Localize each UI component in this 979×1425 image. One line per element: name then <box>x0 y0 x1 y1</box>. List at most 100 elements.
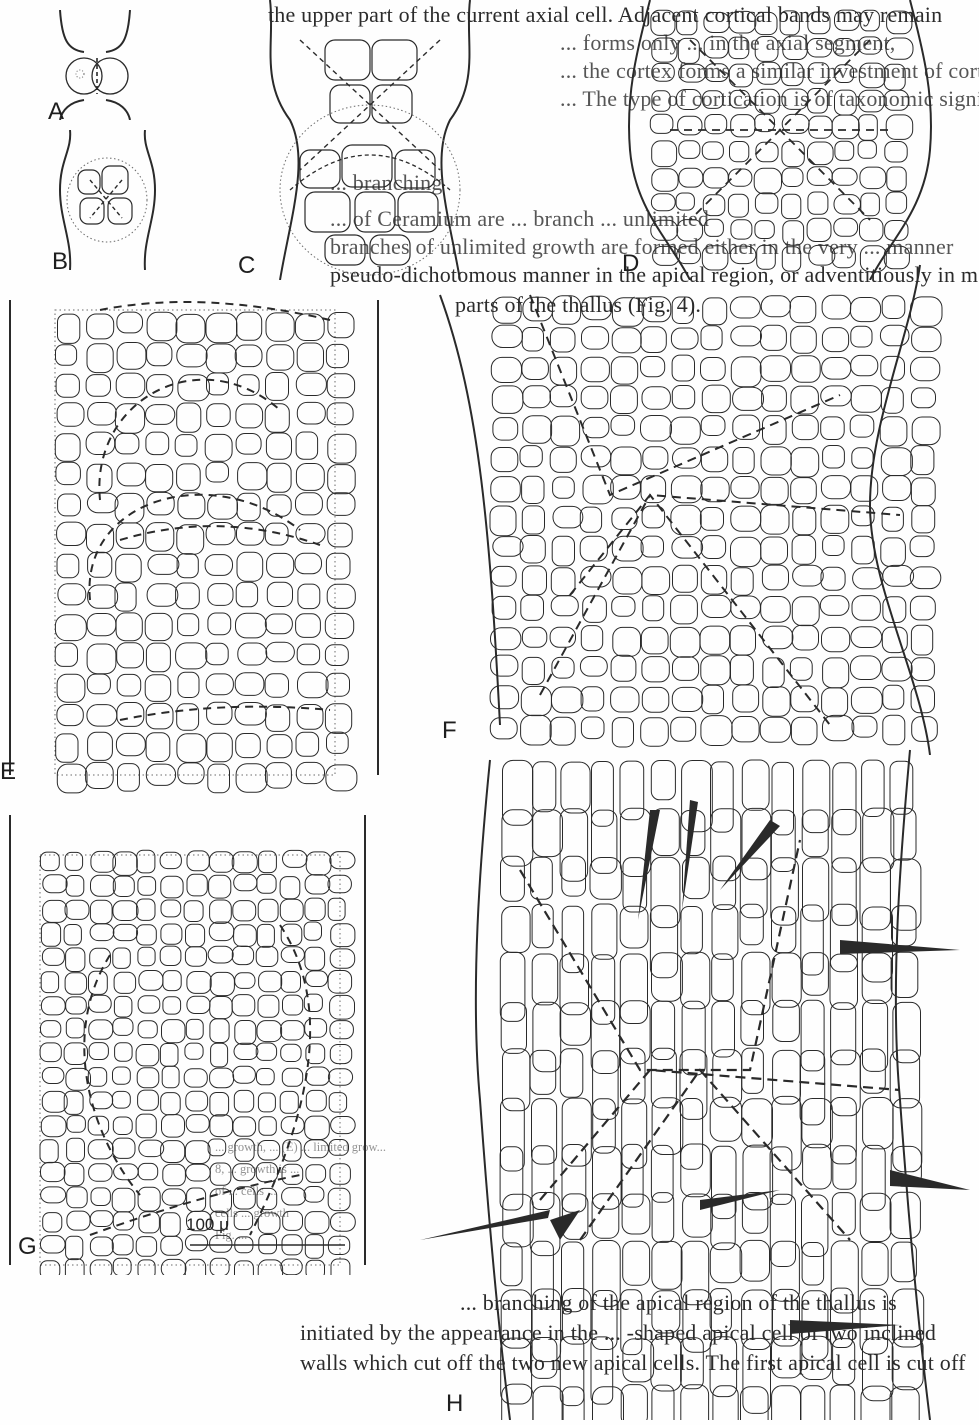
cell-outline <box>177 344 207 367</box>
cell-outline <box>138 947 155 966</box>
cell-outline <box>822 688 848 717</box>
cell-outline <box>679 64 706 82</box>
cell-outline <box>910 536 934 557</box>
cell-outline <box>185 1259 205 1275</box>
cell-outline <box>138 1187 160 1211</box>
panel-h-drawing: H <box>420 740 975 1420</box>
cell-outline <box>116 373 145 398</box>
cell-outline <box>681 952 710 1009</box>
cell-outline <box>306 1260 325 1275</box>
cell-outline <box>679 168 703 187</box>
cell-outline <box>580 536 607 561</box>
cell-outline <box>210 997 233 1019</box>
cell-outline <box>701 358 726 381</box>
cell-outline <box>792 535 816 564</box>
cell-outline <box>113 1067 131 1084</box>
cell-outline <box>763 687 790 716</box>
cell-outline <box>851 627 882 648</box>
cell-outline <box>834 195 860 214</box>
cell-outline <box>851 476 878 502</box>
cell-outline <box>282 1164 303 1184</box>
cell-outline <box>331 1259 350 1275</box>
cell-outline <box>89 971 108 994</box>
cell-outline <box>327 403 353 425</box>
cell-outline <box>304 1140 328 1158</box>
cell-outline <box>700 626 730 654</box>
cell-outline <box>328 434 356 463</box>
cell-outline <box>234 1043 258 1059</box>
cell-outline <box>235 673 264 696</box>
cell-outline <box>800 1051 825 1125</box>
cell-outline <box>911 388 935 408</box>
cell-outline <box>792 415 818 439</box>
cell-outline <box>503 1049 530 1111</box>
cell-outline <box>823 715 854 740</box>
cell-outline <box>821 417 845 440</box>
cell-outline <box>790 658 812 681</box>
cell-outline <box>754 168 781 194</box>
cell-outline <box>551 596 578 616</box>
cell-outline <box>701 656 730 685</box>
cell-outline <box>772 1386 801 1420</box>
cell-outline <box>137 899 155 920</box>
cell-outline <box>330 1045 351 1064</box>
cell-outline <box>326 765 357 791</box>
cell-outline <box>611 386 638 414</box>
cell-outline <box>331 1117 356 1134</box>
cell-outline <box>642 567 670 595</box>
cell-outline <box>652 1291 680 1333</box>
cell-outline <box>831 1098 857 1164</box>
cell-outline <box>809 116 833 138</box>
cell-outline <box>762 386 787 412</box>
scale-bar-label: 100 μ <box>186 1215 229 1235</box>
cell-outline <box>90 924 114 941</box>
cell-outline <box>783 36 807 59</box>
cell-outline <box>671 717 696 741</box>
cell-outline <box>88 403 117 426</box>
cell-outline <box>209 875 231 898</box>
cell-outline <box>530 1050 556 1094</box>
cell-outline <box>832 168 857 185</box>
cell-outline <box>56 345 77 366</box>
cell-outline <box>57 403 84 427</box>
cell-outline <box>146 643 170 672</box>
cell-outline <box>187 996 210 1013</box>
cell-outline <box>740 904 763 945</box>
cell-outline <box>163 997 181 1014</box>
cell-outline <box>113 1117 132 1135</box>
cell-outline <box>267 735 292 758</box>
cell-outline <box>139 1140 164 1157</box>
cell-outline <box>741 1387 769 1420</box>
cell-outline <box>802 1099 832 1148</box>
cell-outline <box>823 536 845 556</box>
cell-outline <box>760 356 790 382</box>
cell-outline <box>210 1258 229 1275</box>
cell-outline <box>551 568 575 596</box>
cell-outline <box>532 1146 554 1210</box>
cell-outline <box>187 1188 206 1212</box>
cell-outline <box>208 613 231 635</box>
cell-outline <box>281 972 301 993</box>
cell-outline <box>642 387 670 410</box>
cell-outline <box>651 857 680 927</box>
cell-outline <box>755 114 775 131</box>
cell-outline <box>612 508 637 530</box>
cell-outline <box>731 506 761 531</box>
cell-outline <box>185 1235 207 1251</box>
cell-outline <box>705 219 724 236</box>
cell-outline <box>522 476 544 503</box>
cell-outline <box>704 37 728 58</box>
cell-outline <box>580 507 601 532</box>
cell-outline <box>893 1099 922 1172</box>
cell-outline <box>550 447 576 472</box>
cell-outline <box>491 655 518 676</box>
cell-outline <box>117 463 145 486</box>
cell-outline <box>56 374 79 397</box>
cell-outline <box>882 627 907 653</box>
cell-outline <box>852 716 877 737</box>
cell-outline <box>146 465 173 492</box>
cell-outline <box>325 613 353 638</box>
cell-outline <box>652 38 677 62</box>
cell-outline <box>87 614 116 636</box>
cell-outline <box>791 326 817 353</box>
